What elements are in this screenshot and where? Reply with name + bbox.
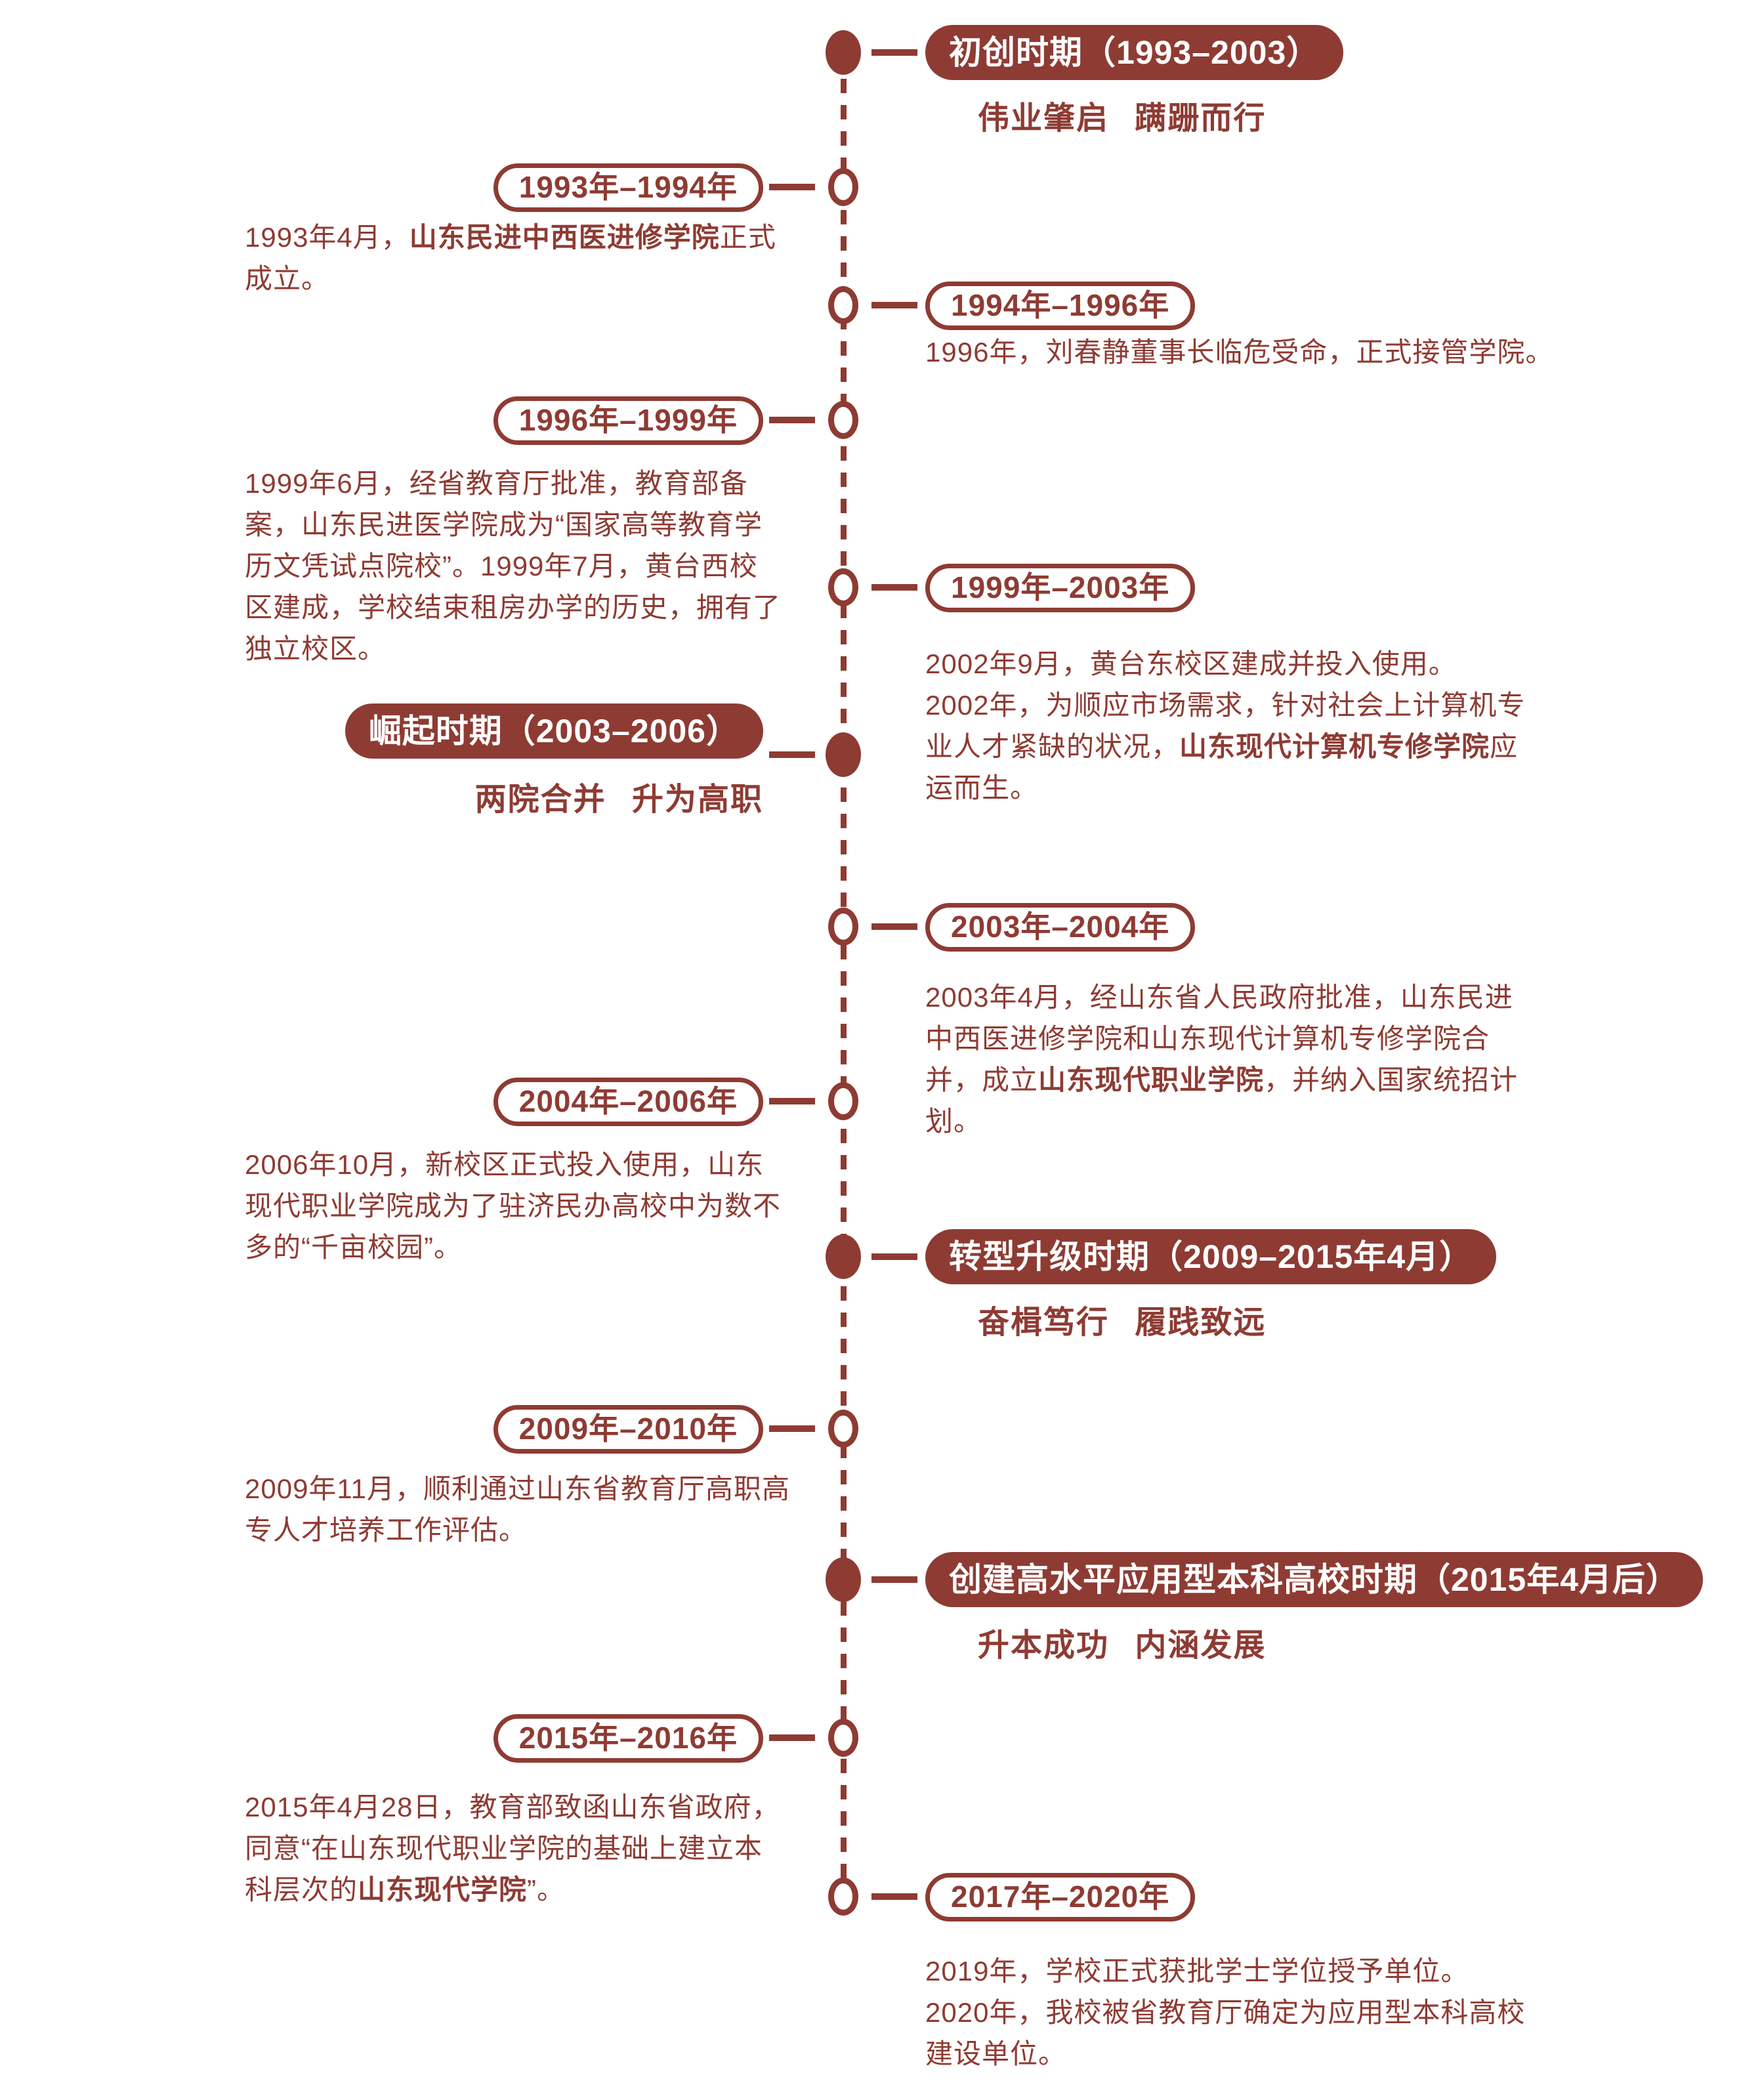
plain-text: 正式 成立。 [245,222,776,294]
date-range-badge: 1996年–1999年 [493,396,763,445]
connector-dash [871,1253,917,1260]
event-description: 2002年9月，黄台东校区建成并投入使用。 2002年，为顺应市场需求，针对社会… [925,643,1660,808]
connector-dash [769,1734,815,1741]
era-badge: 初创时期（1993–2003） [925,25,1344,80]
range-dot-hollow [828,401,858,439]
connector-dash [871,923,917,930]
event-description: 2003年4月，经山东省人民政府批准，山东民进 中西医进修学院和山东现代计算机专… [925,976,1660,1142]
connector-dash [769,417,815,423]
connector-dash [871,1893,917,1900]
timeline-axis-dashed-line [841,52,847,1897]
connector-dash [871,49,917,56]
range-dot-hollow [828,568,858,606]
highlighted-text: 山东现代学院 [358,1874,528,1905]
connector-dash [871,302,917,308]
plain-text: 2003年4月，经山东省人民政府批准，山东民进 中西医进修学院和山东现代计算机专… [925,982,1513,1095]
plain-text: 2009年11月，顺利通过山东省教育厅高职高 专人才培养工作评估。 [245,1473,791,1545]
era-dot-filled [826,732,861,777]
plain-text: 1996年，刘春静董事长临危受命，正式接管学院。 [925,337,1554,368]
plain-text: 1993年4月， [245,222,409,253]
era-badge: 崛起时期（2003–2006） [345,704,763,759]
highlighted-text: 山东现代职业学院 [1038,1064,1265,1095]
highlighted-text: 山东现代计算机专修学院 [1179,731,1490,762]
era-subtitle: 奋楫笃行 履践致远 [978,1305,1267,1340]
era-badge: 转型升级时期（2009–2015年4月） [925,1229,1497,1284]
event-description: 1996年，刘春静董事长临危受命，正式接管学院。 [925,331,1660,373]
range-dot-hollow [828,1082,858,1120]
plain-text: ，并纳入国家统招计 划。 [925,1064,1519,1137]
event-description: 2006年10月，新校区正式投入使用，山东 现代职业学院成为了驻济民办高校中为数… [245,1144,783,1268]
date-range-badge: 2017年–2020年 [925,1873,1196,1922]
date-range-badge: 2003年–2004年 [925,903,1196,952]
date-range-badge: 1993年–1994年 [493,163,763,212]
era-subtitle: 升本成功 内涵发展 [978,1628,1267,1663]
era-subtitle: 伟业肇启 蹒跚而行 [978,101,1267,136]
plain-text: 应 运而生。 [925,731,1519,803]
date-range-badge: 1994年–1996年 [925,282,1196,330]
era-dot-filled [826,30,861,75]
plain-text: 2019年，学校正式获批学士学位授予单位。 2020年，我校被省教育厅确定为应用… [925,1956,1526,2069]
range-dot-hollow [828,908,858,946]
era-dot-filled [826,1557,861,1602]
date-range-badge: 2015年–2016年 [493,1714,763,1763]
range-dot-hollow [828,1878,858,1916]
era-badge: 创建高水平应用型本科高校时期（2015年4月后） [925,1552,1704,1607]
plain-text: 1999年6月，经省教育厅批准，教育部备 案，山东民进医学院成为“国家高等教育学… [245,468,782,664]
date-range-badge: 2009年–2010年 [493,1405,763,1454]
connector-dash [871,1576,917,1583]
connector-dash [769,1098,815,1104]
event-description: 2019年，学校正式获批学士学位授予单位。 2020年，我校被省教育厅确定为应用… [925,1950,1660,2074]
range-dot-hollow [828,1410,858,1448]
range-dot-hollow [828,1719,858,1757]
event-description: 2009年11月，顺利通过山东省教育厅高职高 专人才培养工作评估。 [245,1468,809,1551]
plain-text: ”。 [527,1874,566,1905]
plain-text: 2002年9月，黄台东校区建成并投入使用。 2002年，为顺应市场需求，针对社会… [925,648,1526,762]
range-dot-hollow [828,286,858,324]
connector-dash [871,584,917,591]
connector-dash [769,1425,815,1432]
event-description: 1993年4月，山东民进中西医进修学院正式 成立。 [245,217,783,299]
date-range-badge: 2004年–2006年 [493,1078,763,1126]
plain-text: 2015年4月28日，教育部致函山东省政府， 同意“在山东现代职业学院的基础上建… [245,1792,780,1905]
highlighted-text: 山东民进中西医进修学院 [409,222,720,253]
era-subtitle: 两院合并 升为高职 [474,782,763,817]
event-description: 2015年4月28日，教育部致函山东省政府， 同意“在山东现代职业学院的基础上建… [245,1786,796,1910]
era-dot-filled [826,1234,861,1279]
connector-dash [769,184,815,190]
event-description: 1999年6月，经省教育厅批准，教育部备 案，山东民进医学院成为“国家高等教育学… [245,463,783,669]
range-dot-hollow [828,168,858,206]
date-range-badge: 1999年–2003年 [925,564,1196,612]
plain-text: 2006年10月，新校区正式投入使用，山东 现代职业学院成为了驻济民办高校中为数… [245,1149,782,1263]
connector-dash [769,751,815,758]
